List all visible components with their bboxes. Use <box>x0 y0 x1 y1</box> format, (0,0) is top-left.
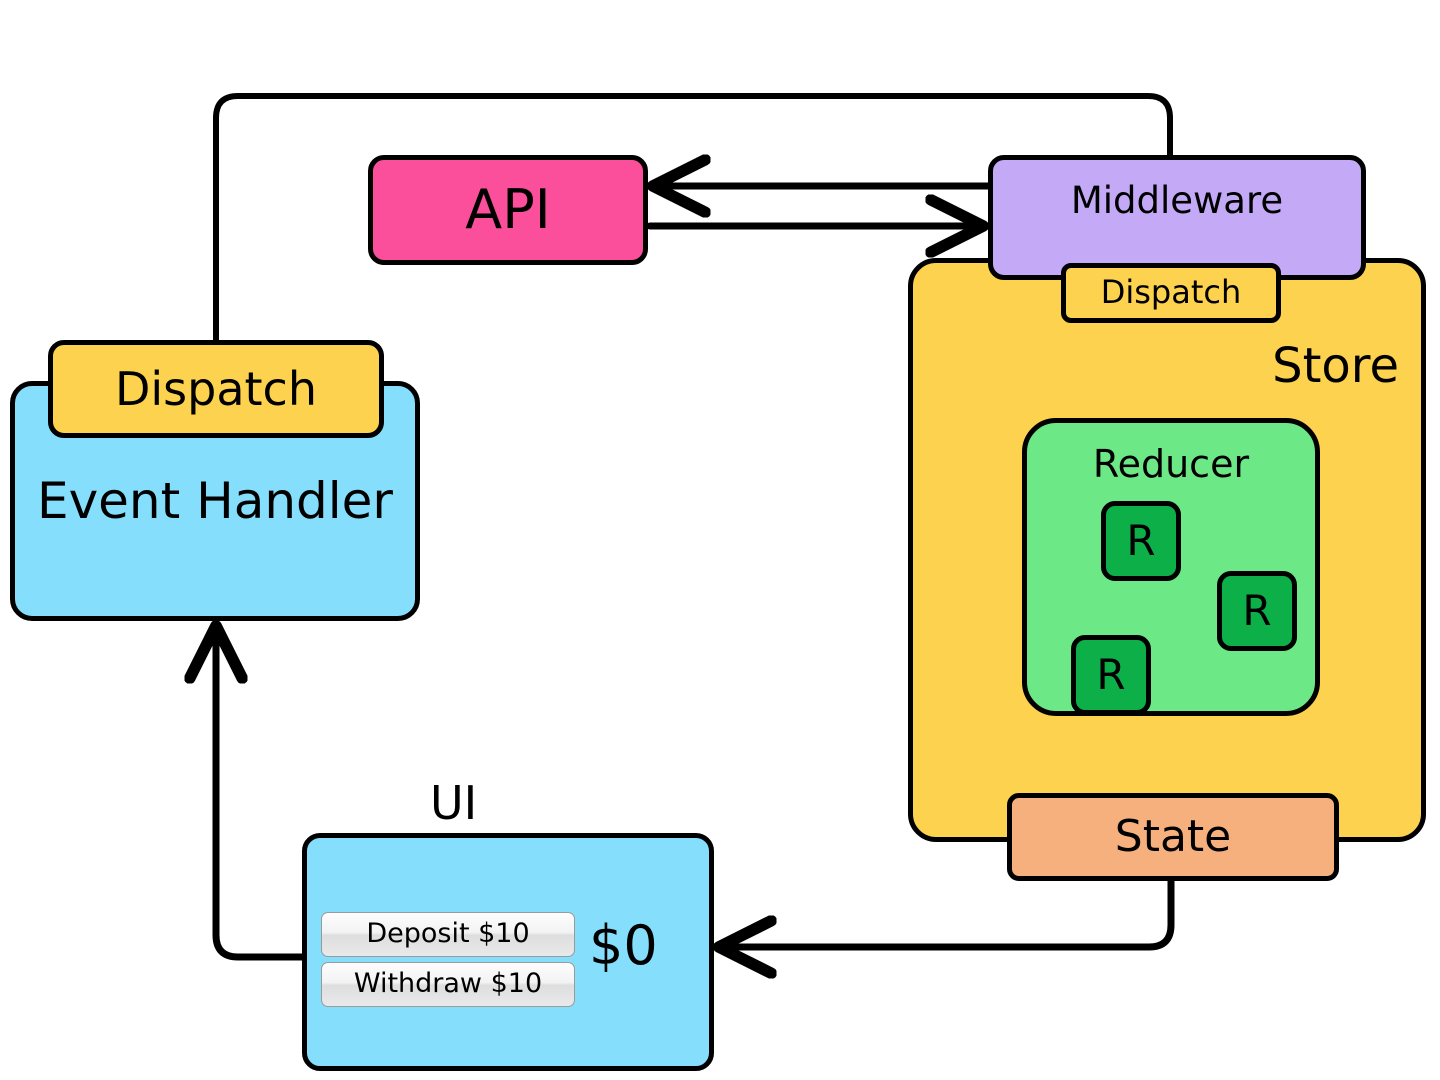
deposit-button[interactable]: Deposit $10 <box>321 912 575 957</box>
withdraw-button[interactable]: Withdraw $10 <box>321 962 575 1007</box>
balance-label: $0 <box>589 914 658 977</box>
reducer-container: Reducer R R R <box>1022 418 1320 716</box>
connector-state-to-ui <box>724 877 1175 947</box>
api-node: API <box>368 155 648 265</box>
reducer-label: Reducer <box>1092 442 1250 486</box>
reducer-item: R <box>1217 571 1297 651</box>
reducer-item: R <box>1101 501 1181 581</box>
middleware-node: Middleware <box>988 155 1366 280</box>
connector-ui-to-event-handler <box>216 631 306 961</box>
ui-panel: Deposit $10 Withdraw $10 $0 <box>302 833 714 1071</box>
store-dispatch-node: Dispatch <box>1061 263 1281 323</box>
event-handler-dispatch-node: Dispatch <box>48 340 384 438</box>
reducer-item: R <box>1071 635 1151 715</box>
store-label: Store <box>1272 338 1399 394</box>
state-node: State <box>1007 793 1339 881</box>
ui-label: UI <box>430 776 478 830</box>
